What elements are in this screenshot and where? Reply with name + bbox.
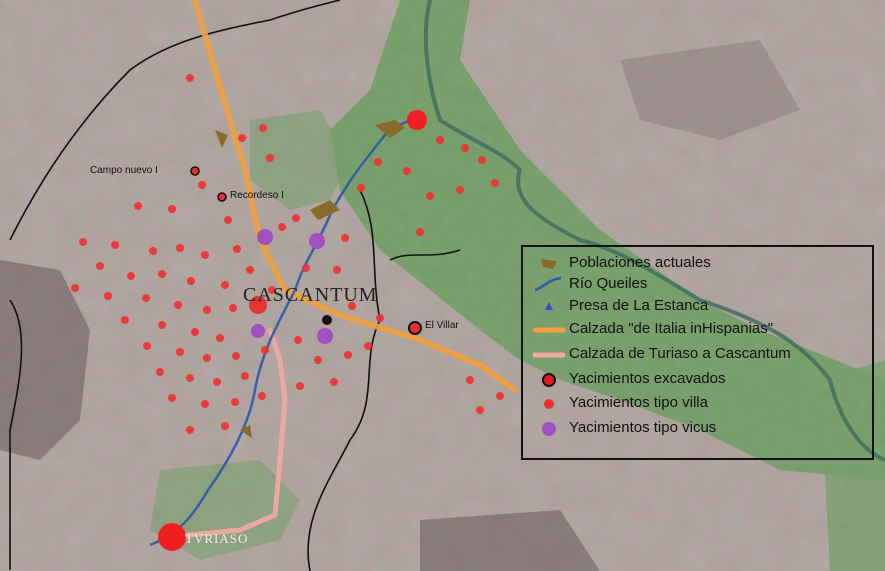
settlement-north — [407, 110, 427, 130]
legend-item-calzada-turiaso: Calzada de Turiaso a Cascantum — [523, 344, 872, 366]
river-line-icon — [534, 276, 562, 292]
vicus-sites — [251, 229, 333, 344]
road-orange-icon — [532, 327, 566, 333]
current-towns — [215, 120, 405, 438]
dark-relief — [0, 40, 800, 571]
poblacion-icon — [541, 259, 557, 269]
label-turiaso: TVRIASO — [185, 531, 249, 546]
dam-icon — [545, 302, 553, 310]
road-pink-icon — [532, 352, 566, 358]
legend-item-villa: Yacimientos tipo villa — [523, 393, 872, 415]
legend-item-poblaciones: Poblaciones actuales — [523, 253, 872, 275]
boundary-lines — [9, 0, 461, 571]
villa-site-icon — [544, 399, 554, 409]
river-queiles — [149, 116, 421, 547]
vicus-site-icon — [542, 422, 556, 436]
label-campo-nuevo: Campo nuevo I — [90, 165, 158, 176]
map-legend: Poblaciones actuales Río Queiles Presa d… — [521, 245, 874, 460]
turiaso-site — [158, 523, 186, 551]
label-el-villar: El Villar — [425, 320, 459, 331]
label-recordeso: Recordeso I — [230, 190, 284, 201]
legend-item-excavados: Yacimientos excavados — [523, 369, 872, 391]
excavated-site-icon — [542, 373, 556, 387]
villa-sites — [71, 74, 504, 434]
legend-item-rio: Río Queiles — [523, 274, 872, 296]
cascantum-site — [249, 296, 267, 314]
dam-marker — [322, 315, 332, 325]
legend-item-calzada-italia: Calzada "de Italia inHispanias" — [523, 319, 872, 341]
legend-item-vicus: Yacimientos tipo vicus — [523, 418, 872, 440]
road-italia-hispanias — [192, 0, 518, 393]
ebro-river — [423, 0, 885, 462]
label-cascantum: CASCANTUM — [243, 284, 378, 306]
road-turiaso-cascantum — [167, 327, 288, 540]
excavated-sites — [190, 166, 422, 335]
legend-item-presa: Presa de La Estanca — [523, 296, 872, 318]
